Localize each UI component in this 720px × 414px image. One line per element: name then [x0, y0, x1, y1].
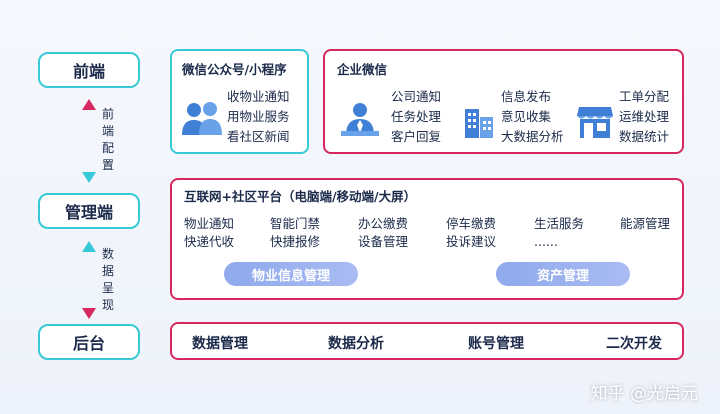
enterprise-item: 信息发布	[501, 89, 552, 104]
platform-item: 快捷报修	[270, 234, 321, 249]
watermark: 知乎 @光启元	[590, 384, 698, 404]
platform-item: 办公缴费	[358, 216, 409, 231]
platform-item: 设备管理	[358, 234, 409, 249]
layer-back: 后台	[38, 324, 140, 360]
wechat-item: 用物业服务	[227, 109, 290, 124]
people-icon	[182, 102, 222, 135]
enterprise-item: 工单分配	[619, 89, 670, 104]
backend-item: 二次开发	[606, 336, 662, 352]
enterprise-item: 大数据分析	[501, 129, 564, 144]
platform-item: 物业通知	[184, 216, 235, 231]
wechat-panel: 微信公众号/小程序 收物业通知 用物业服务 看社区新闻	[170, 49, 309, 154]
platform-item: 快递代收	[184, 234, 235, 249]
arrow-top-label: 前端配置	[101, 107, 114, 172]
platform-item: 停车缴费	[446, 216, 497, 231]
platform-item: 生活服务	[534, 216, 585, 231]
enterprise-item: 客户回复	[391, 129, 442, 144]
layer-manage-label: 管理端	[64, 203, 113, 222]
double-arrow-bottom	[82, 241, 96, 319]
enterprise-item: 意见收集	[501, 109, 552, 124]
businessman-icon	[341, 103, 379, 136]
double-arrow-top	[82, 99, 96, 183]
enterprise-item: 数据统计	[619, 129, 670, 144]
platform-item: ......	[534, 234, 558, 249]
property-info-pill: 物业信息管理	[224, 262, 358, 286]
enterprise-panel-title: 企业微信	[337, 62, 388, 77]
backend-panel: 数据管理 数据分析 账号管理 二次开发	[170, 322, 684, 360]
platform-item: 投诉建议	[446, 234, 497, 249]
buildings-icon	[465, 109, 493, 138]
layer-manage: 管理端	[38, 193, 140, 229]
enterprise-item: 运维处理	[619, 109, 670, 124]
asset-management-pill: 资产管理	[496, 262, 630, 286]
backend-item: 数据管理	[192, 336, 248, 352]
platform-panel: 互联网+社区平台（电脑端/移动端/大屏） 物业通知 智能门禁 办公缴费 停车缴费…	[170, 178, 684, 300]
enterprise-item: 公司通知	[391, 89, 442, 104]
backend-item: 账号管理	[468, 336, 524, 352]
layer-front-label: 前端	[72, 62, 105, 81]
wechat-item: 看社区新闻	[227, 129, 290, 144]
enterprise-panel: 企业微信 公司通知 任务处理 客户回复 信息发布 意见收集 大数据分析 工单分配…	[323, 49, 684, 154]
arrow-bottom-label: 数据呈现	[101, 247, 114, 312]
backend-item: 数据分析	[328, 336, 384, 352]
platform-panel-title: 互联网+社区平台（电脑端/移动端/大屏）	[184, 189, 417, 204]
platform-item: 智能门禁	[270, 216, 321, 231]
wechat-panel-title: 微信公众号/小程序	[182, 62, 287, 77]
layer-front: 前端	[38, 52, 140, 88]
wechat-item: 收物业通知	[227, 89, 290, 104]
enterprise-item: 任务处理	[391, 109, 442, 124]
platform-item: 能源管理	[620, 216, 671, 231]
layer-back-label: 后台	[72, 334, 105, 353]
storefront-icon	[577, 107, 613, 138]
